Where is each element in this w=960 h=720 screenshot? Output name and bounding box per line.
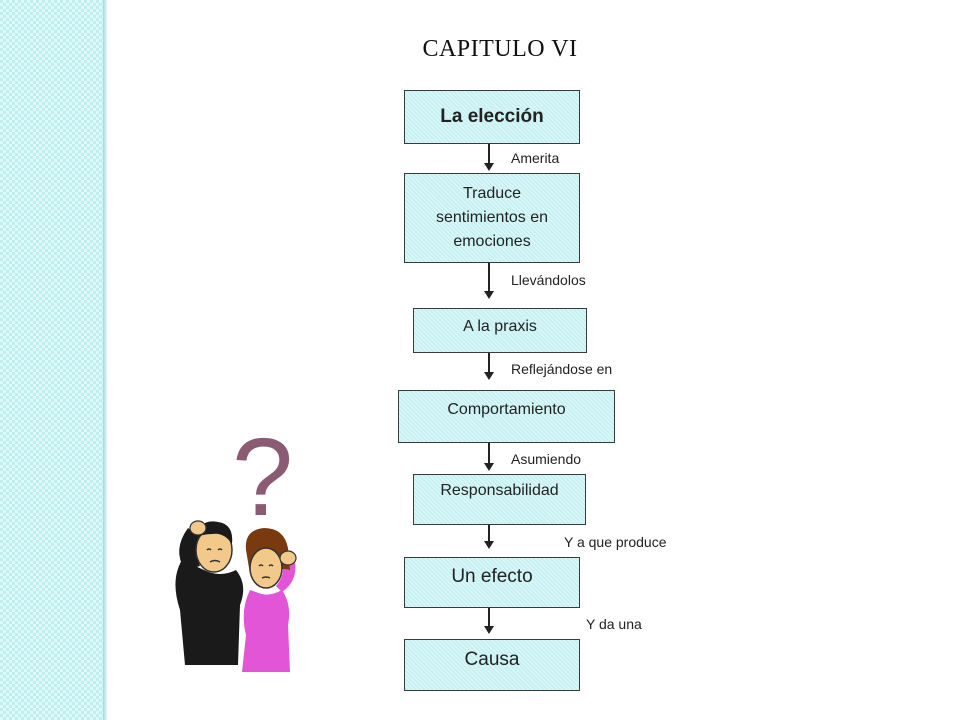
man-figure [175,520,244,665]
node-label: Comportamiento [447,401,566,418]
side-panel-edge [103,0,107,720]
node-label: A la praxis [463,318,537,335]
edge-label-asumiendo: Asumiendo [511,451,582,467]
arrow-connector [484,353,494,380]
edge-label-reflejandose: Reflejándose en [511,361,613,377]
arrow-connector [484,525,494,549]
node-traduce-sentimientos: Traduce sentimientos en emociones [404,173,580,263]
node-causa: Causa [404,639,580,691]
node-label: Un efecto [451,566,533,587]
edge-label-produce: Y a que produce [564,534,667,550]
question-mark-symbol: ? [232,416,293,539]
decorative-side-panel [0,0,103,720]
node-label: Causa [464,649,520,670]
page-title: CAPITULO VI [422,36,578,62]
node-label: Responsabilidad [440,482,559,499]
arrow-connector [484,263,494,299]
node-label-line: sentimientos en [435,209,549,226]
arrow-connector [484,443,494,471]
arrow-connector [484,608,494,634]
woman-figure [242,528,297,672]
node-label-line: Traduce [462,185,522,202]
arrow-connector [484,144,494,171]
node-un-efecto: Un efecto [404,557,580,608]
confused-people-icon: ? [175,416,297,672]
edge-label-llevandolos: Llevándolos [511,272,586,288]
node-a-la-praxis: A la praxis [413,308,587,353]
edge-label-da-una: Y da una [586,616,642,632]
node-label: La elección [440,106,544,127]
node-comportamiento: Comportamiento [398,390,615,443]
node-la-eleccion: La elección [404,90,580,144]
node-label-line: emociones [453,233,531,250]
edge-label-amerita: Amerita [511,150,560,166]
node-responsabilidad: Responsabilidad [413,474,586,525]
